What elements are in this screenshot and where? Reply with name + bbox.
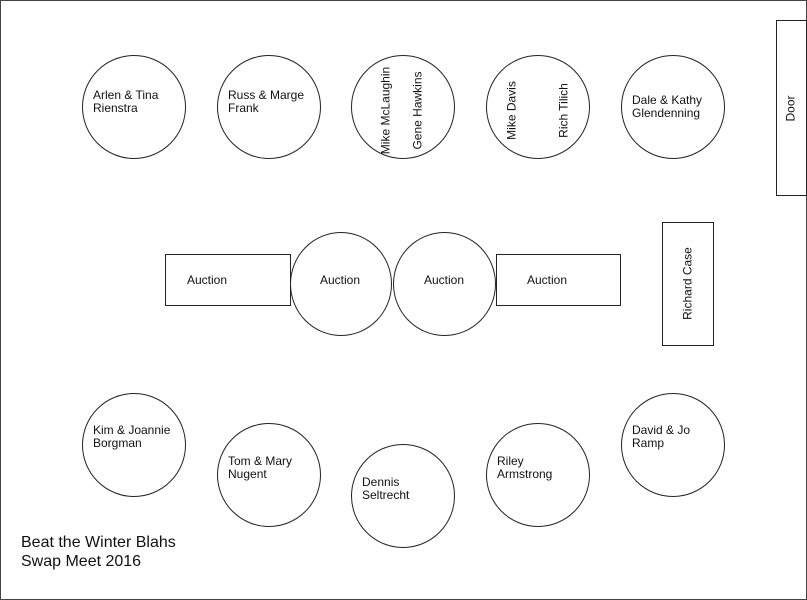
table-bottom-5-line2: Ramp (632, 436, 665, 450)
table-top-1-line2: Rienstra (93, 101, 138, 115)
auction-label-3: Auction (424, 273, 465, 287)
page-title: Beat the Winter Blahs Swap Meet 2016 (21, 533, 176, 571)
auction-round-2 (393, 232, 496, 336)
table-top-4 (486, 55, 590, 159)
auction-table-right (496, 254, 621, 306)
table-bottom-4 (486, 423, 590, 527)
table-top-2-line1: Russ & Marge (228, 88, 305, 102)
table-bottom-5 (621, 393, 725, 497)
table-bottom-4-line1: Riley (497, 454, 524, 468)
auction-label-4: Auction (527, 273, 568, 287)
table-top-1 (82, 55, 186, 159)
table-bottom-2-line1: Tom & Mary (228, 454, 293, 468)
table-bottom-1 (82, 393, 186, 497)
table-bottom-3-line2: Seltrecht (362, 488, 410, 502)
auction-round-1 (290, 232, 392, 336)
table-bottom-4-line2: Armstrong (497, 467, 553, 481)
table-top-5 (621, 55, 725, 159)
side-table-label: Richard Case (680, 247, 695, 320)
table-top-4-line1: Mike Davis (504, 81, 519, 140)
auction-label-2: Auction (320, 273, 361, 287)
side-table (662, 222, 714, 346)
table-bottom-3-line1: Dennis (362, 475, 400, 489)
door-label: Door (783, 95, 798, 122)
table-top-2-line2: Frank (228, 101, 259, 115)
table-bottom-2-line2: Nugent (228, 467, 267, 481)
door (776, 20, 807, 196)
table-top-5-line1: Dale & Kathy (632, 93, 703, 107)
table-top-2 (217, 55, 321, 159)
auction-label-1: Auction (187, 273, 228, 287)
table-top-3 (351, 55, 455, 159)
table-top-1-line1: Arlen & Tina (93, 88, 159, 102)
table-bottom-1-line2: Borgman (93, 436, 142, 450)
table-top-5-line2: Glendenning (632, 106, 701, 120)
table-bottom-1-line1: Kim & Joannie (93, 423, 171, 437)
table-top-4-line2: Rich Tilich (556, 83, 571, 138)
page-title-line2: Swap Meet 2016 (21, 553, 142, 570)
table-bottom-5-line1: David & Jo (632, 423, 691, 437)
table-bottom-3 (351, 444, 455, 548)
table-top-3-line1: Mike McLaughin (378, 66, 393, 155)
table-bottom-2 (217, 423, 321, 527)
auction-table-left (165, 254, 291, 306)
page-title-line1: Beat the Winter Blahs (21, 534, 176, 551)
table-top-3-line2: Gene Hawkins (410, 71, 425, 150)
